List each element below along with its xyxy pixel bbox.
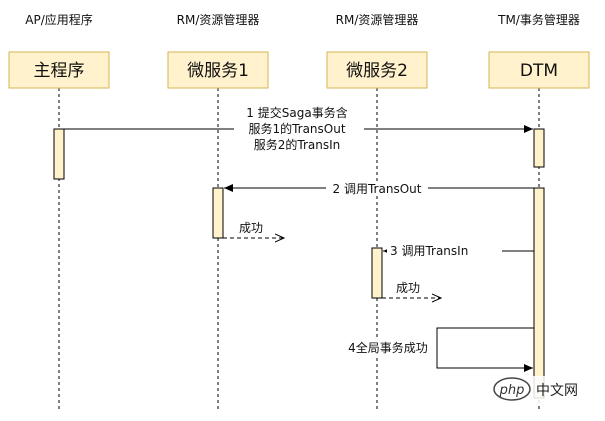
message-label-1-line2: 服务1的TransOut	[248, 121, 345, 136]
reply-label-service2: 成功	[396, 281, 420, 295]
participant-box-service2	[326, 51, 428, 89]
message-label-3: 3 调用TransIn	[390, 244, 468, 258]
activation-service2	[371, 247, 383, 299]
message-label-1-line1: 1 提交Saga事务含	[246, 105, 347, 120]
activation-service1	[212, 187, 224, 239]
participant-label-service1: 微服务1	[187, 61, 249, 81]
message-label-bg-4	[341, 340, 436, 356]
message-arrow-4-self	[436, 327, 534, 372]
participant-label-service2: 微服务2	[346, 61, 408, 81]
participant-box-main	[8, 51, 110, 89]
participant-label-dtm: DTM	[520, 61, 558, 81]
message-label-bg-1	[234, 101, 364, 151]
participant-box-dtm	[488, 51, 590, 89]
message-label-bg-3	[387, 244, 502, 259]
participant-label-main: 主程序	[34, 61, 85, 81]
message-label-4: 4全局事务成功	[348, 340, 428, 355]
role-label-rm2: RM/资源管理器	[336, 12, 419, 27]
role-label-rm1: RM/资源管理器	[177, 12, 260, 27]
activation-dtm-2	[533, 187, 545, 399]
watermark: php 中文网	[491, 376, 601, 406]
watermark-badge: php	[499, 383, 525, 398]
role-label-tm: TM/事务管理器	[497, 12, 580, 27]
role-label-app: AP/应用程序	[25, 12, 93, 27]
participant-box-service1	[167, 51, 269, 89]
activation-main	[53, 128, 65, 180]
activation-dtm-1	[533, 128, 545, 168]
watermark-text: 中文网	[536, 383, 578, 399]
reply-label-service1: 成功	[239, 221, 263, 235]
php-logo-icon	[493, 377, 531, 401]
message-label-2: 2 调用TransOut	[333, 182, 422, 196]
message-label-1-line3: 服务2的TransIn	[254, 137, 341, 152]
message-label-bg-2	[326, 181, 428, 196]
